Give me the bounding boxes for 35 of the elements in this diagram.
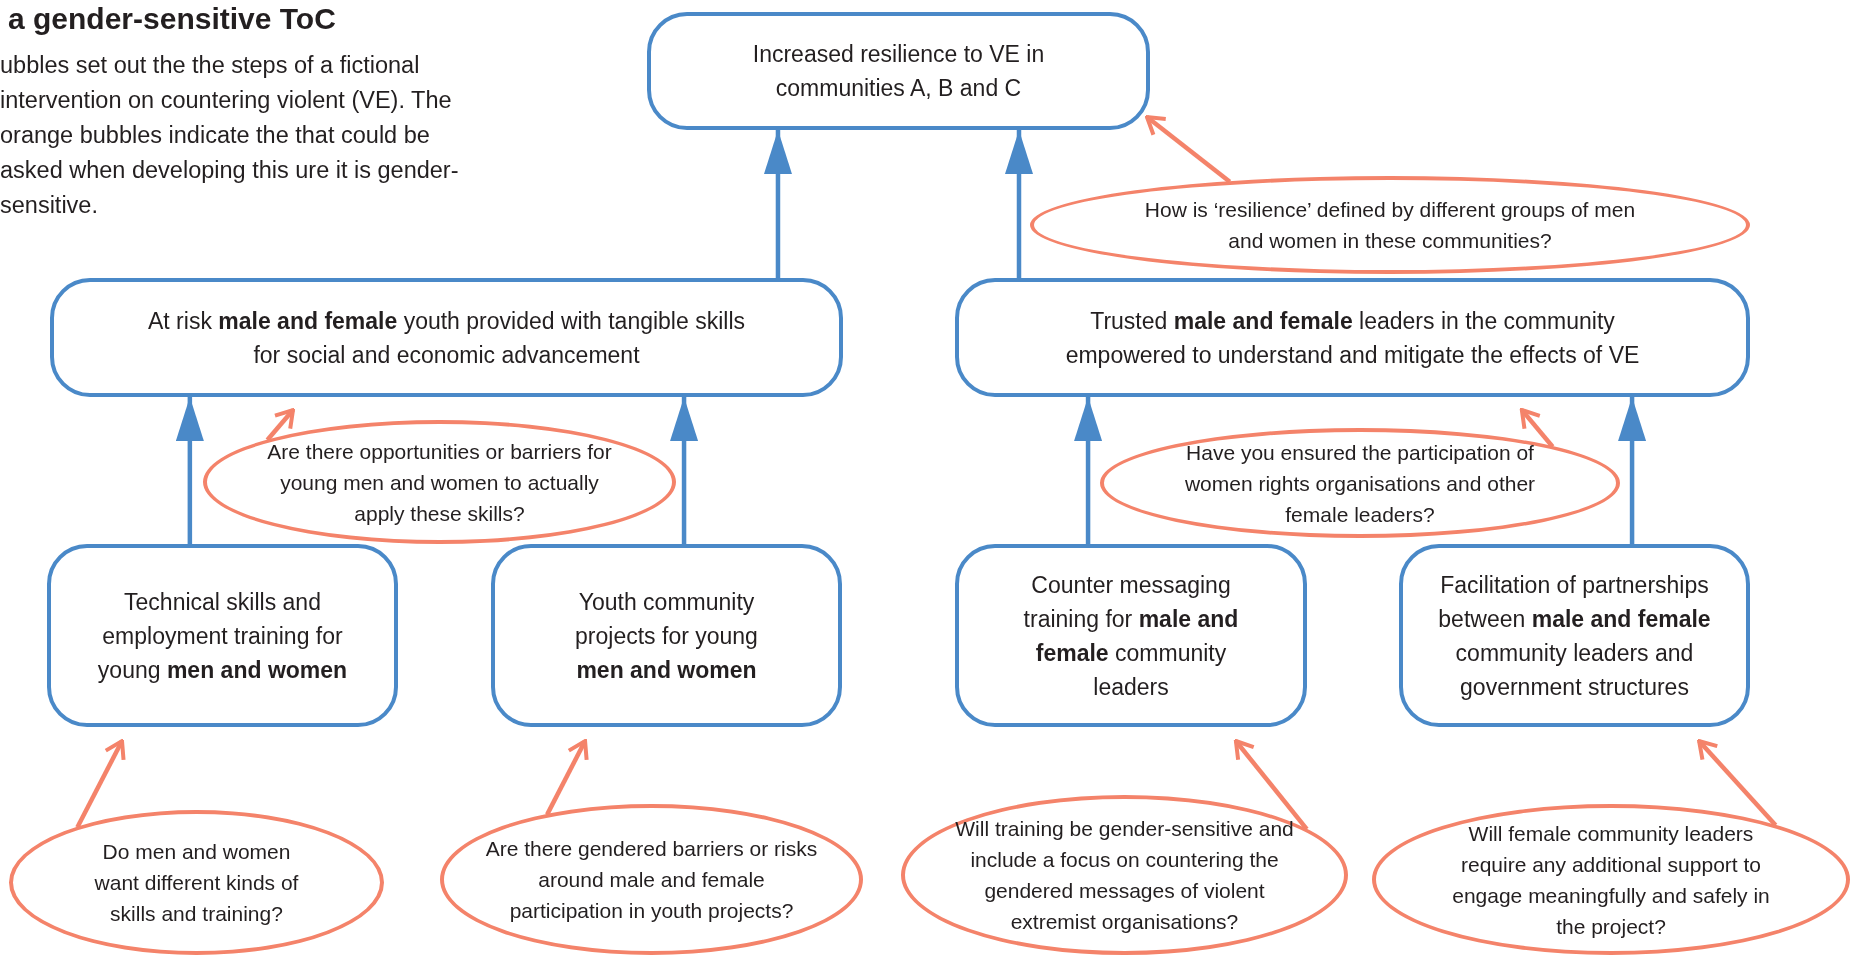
arrow <box>1005 130 1033 278</box>
question-text: Are there opportunities or barriers for young men and women to actually apply these skills? <box>266 438 613 527</box>
outcome-box <box>955 544 1307 727</box>
description-text: ubbles set out the the steps of a fictional intervention on countering violent (VE). The orange bubbles indicate the that could be asked when developing this ure it is gender-sensitive. <box>0 51 460 220</box>
outcome-text: Trusted male and female leaders in the community empowered to understand and mitigate the effects of VE <box>1064 306 1641 370</box>
question-text: Have you ensured the participation of women rights organisations and other female leaders? <box>1183 439 1537 528</box>
question-text: Do men and women want different kinds of skills and training? <box>93 839 300 927</box>
question-text: Will female community leaders require any additional support to engage meaningfully and safely in the project? <box>1451 820 1771 940</box>
arrow <box>545 739 589 816</box>
arrow <box>175 397 204 544</box>
arrow <box>1519 408 1555 449</box>
question-text: How is ‘resilience’ defined by different groups of men and women in these communities? <box>1143 197 1637 254</box>
outcome-text: Technical skills and employment training for young men and women <box>96 587 349 685</box>
arrow <box>670 397 699 544</box>
outcome-text: Facilitation of partnerships between male and female community leaders and government structures <box>1437 570 1712 702</box>
outcome-box <box>647 12 1150 130</box>
arrow <box>1233 739 1309 831</box>
outcome-box <box>47 544 398 727</box>
arrow <box>1697 739 1778 827</box>
arrow <box>1074 397 1103 544</box>
question-text: Will training be gender-sensitive and include a focus on countering the gendered messages of violent extremist organisations? <box>954 816 1295 935</box>
outcome-box <box>50 278 843 397</box>
outcome-box <box>955 278 1750 397</box>
question-text: Are there gendered barriers or risks around male and female participation in youth projects? <box>484 836 819 924</box>
outcome-text: At risk male and female youth provided with tangible skills for social and economic advancement <box>147 306 746 370</box>
arrow <box>265 408 295 442</box>
arrow <box>1618 397 1647 544</box>
outcome-text: Counter messaging training for male and female community leaders <box>1023 570 1239 702</box>
outcome-box <box>1399 544 1750 727</box>
outcome-text: Increased resilience to VE in communities A, B and C <box>751 40 1046 103</box>
arrow <box>763 130 792 278</box>
arrow <box>75 739 126 829</box>
outcome-text: Youth community projects for young men and women <box>574 587 759 685</box>
outcome-box <box>491 544 842 727</box>
title: a gender-sensitive ToC <box>8 2 336 36</box>
